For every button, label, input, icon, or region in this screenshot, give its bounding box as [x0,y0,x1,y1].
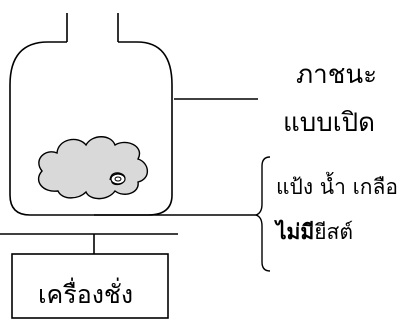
scale-label: เครื่องชั่ง [38,280,134,309]
no-yeast-bold-text: ไม่มี [276,220,315,244]
container-label-line-1: ภาชนะ [296,60,378,90]
ingredients-bracket [253,156,271,272]
container-label-line-2: แบบเปิด [283,108,376,138]
open-container-jar [9,41,173,216]
no-yeast-rest-text: ยีสต์ [314,220,354,244]
dough-ingredients-label: แป้ง น้ำ เกลือ [276,175,398,199]
dough-blob [37,136,149,200]
dough-bubble [110,173,126,185]
dough-bubble-inner [114,176,122,182]
scale-box [11,253,169,319]
no-yeast-label: ไม่มียีสต์ [276,222,353,243]
